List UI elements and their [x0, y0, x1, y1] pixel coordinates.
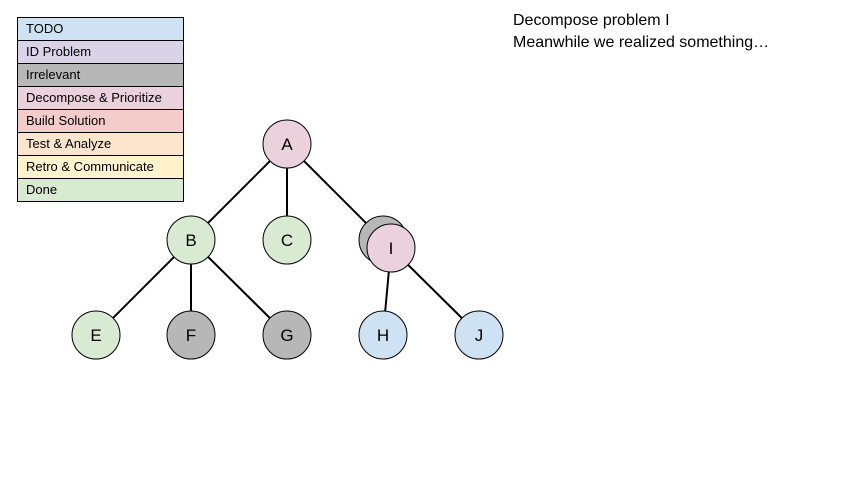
node-label-f: F — [186, 326, 196, 345]
legend-item-test-analyze: Test & Analyze — [17, 132, 184, 156]
node-label-b: B — [185, 231, 196, 250]
tree-nodes: A B C I E F G H J — [71, 119, 504, 360]
note-line-2: Meanwhile we realized something… — [513, 34, 770, 51]
tree-node-i: I — [366, 223, 416, 273]
node-label-i: I — [389, 239, 394, 258]
legend-item-todo: TODO — [17, 17, 184, 41]
status-legend: TODO ID Problem Irrelevant Decompose & P… — [17, 17, 184, 202]
tree-node-c: C — [262, 215, 312, 265]
node-label-h: H — [377, 326, 389, 345]
node-circle-g — [262, 310, 312, 360]
node-label-j: J — [475, 326, 484, 345]
node-circle-f — [166, 310, 216, 360]
legend-item-build-solution: Build Solution — [17, 109, 184, 133]
tree-node-j: J — [454, 310, 504, 360]
node-circle-i — [366, 223, 416, 273]
node-circle-b — [166, 215, 216, 265]
tree-node-f: F — [166, 310, 216, 360]
node-circle-a — [262, 119, 312, 169]
legend-item-irrelevant: Irrelevant — [17, 63, 184, 87]
node-label-c: C — [281, 231, 293, 250]
node-circle-e — [71, 310, 121, 360]
tree-node-b: B — [166, 215, 216, 265]
legend-item-done: Done — [17, 178, 184, 202]
tree-node-e: E — [71, 310, 121, 360]
note-line-1: Decompose problem I — [513, 12, 670, 29]
node-circle-j — [454, 310, 504, 360]
tree-node-g: G — [262, 310, 312, 360]
node-label-a: A — [281, 135, 293, 154]
legend-item-retro-communicate: Retro & Communicate — [17, 155, 184, 179]
node-label-g: G — [280, 326, 293, 345]
node-circle-c — [262, 215, 312, 265]
tree-node-h: H — [358, 310, 408, 360]
tree-node-a: A — [262, 119, 312, 169]
node-label-e: E — [90, 326, 101, 345]
step-note: Decompose problem I Meanwhile we realize… — [513, 10, 769, 54]
node-circle-h — [358, 310, 408, 360]
